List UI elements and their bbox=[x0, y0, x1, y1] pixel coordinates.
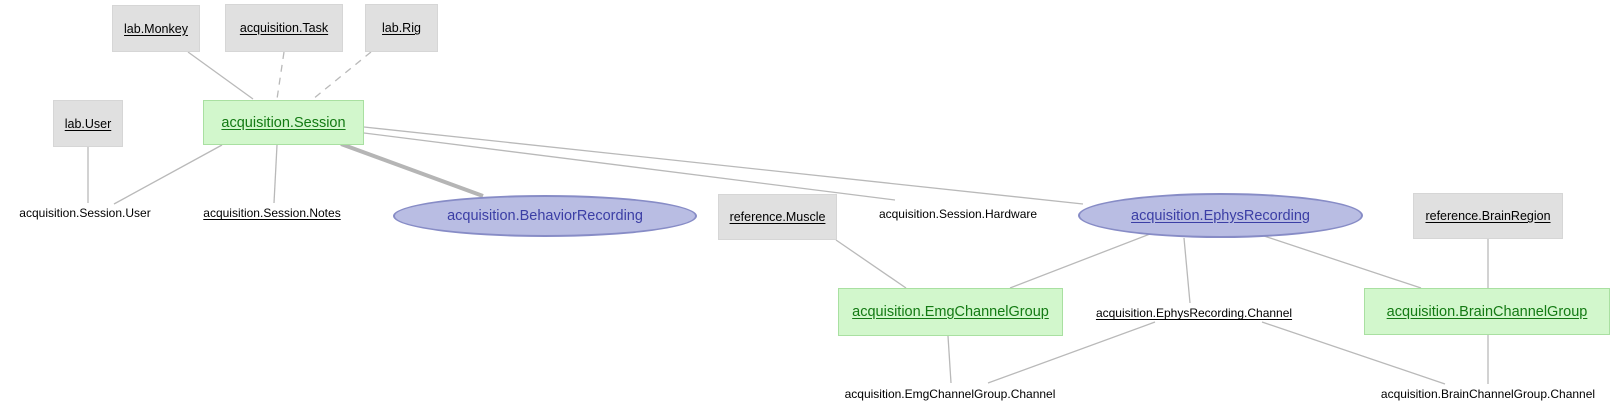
node-emg-channel-group-channel: acquisition.EmgChannelGroup.Channel bbox=[835, 385, 1065, 403]
node-acquisition-session: acquisition.Session bbox=[203, 100, 364, 145]
edge-session-session-hardware bbox=[363, 132, 896, 201]
edge-ephys-recording-channel-brain-channel-group-channel bbox=[1261, 321, 1446, 385]
node-ephys-recording-label: acquisition.EphysRecording bbox=[1131, 207, 1310, 224]
edge-emg-channel-group-emg-channel-group-channel bbox=[947, 335, 952, 384]
node-acquisition-task-label: acquisition.Task bbox=[239, 21, 329, 35]
node-session-notes: acquisition.Session.Notes bbox=[197, 204, 347, 222]
node-ephys-recording-channel-label: acquisition.EphysRecording.Channel bbox=[1095, 306, 1293, 320]
node-behavior-recording: acquisition.BehaviorRecording bbox=[393, 195, 697, 237]
edge-ephys-recording-channel-emg-channel-group-channel bbox=[987, 321, 1156, 384]
edge-session-ephys-recording bbox=[363, 126, 1084, 205]
node-acquisition-session-label: acquisition.Session bbox=[221, 114, 346, 131]
node-lab-monkey: lab.Monkey bbox=[112, 5, 200, 52]
edge-ephys-recording-brain-channel-group bbox=[1254, 232, 1422, 289]
node-brain-channel-group: acquisition.BrainChannelGroup bbox=[1364, 288, 1610, 335]
edge-ephys-recording-emg-channel-group bbox=[1009, 233, 1151, 289]
node-acquisition-task: acquisition.Task bbox=[225, 4, 343, 52]
node-brain-channel-group-channel: acquisition.BrainChannelGroup.Channel bbox=[1368, 385, 1608, 403]
node-lab-rig-label: lab.Rig bbox=[382, 21, 421, 35]
node-session-hardware: acquisition.Session.Hardware bbox=[868, 205, 1048, 223]
node-reference-brainregion-label: reference.BrainRegion bbox=[1425, 209, 1551, 223]
edge-reference-muscle-emg-channel-group bbox=[835, 239, 907, 289]
node-emg-channel-group-channel-label: acquisition.EmgChannelGroup.Channel bbox=[844, 387, 1056, 401]
node-ephys-recording: acquisition.EphysRecording bbox=[1078, 193, 1363, 238]
node-lab-user-label: lab.User bbox=[64, 116, 112, 131]
node-behavior-recording-label: acquisition.BehaviorRecording bbox=[447, 208, 643, 224]
node-ephys-recording-channel: acquisition.EphysRecording.Channel bbox=[1084, 304, 1304, 322]
node-session-hardware-label: acquisition.Session.Hardware bbox=[878, 207, 1038, 221]
edge-session-behavior-recording bbox=[340, 142, 484, 198]
edge-session-session-notes bbox=[273, 144, 278, 204]
node-emg-channel-group: acquisition.EmgChannelGroup bbox=[838, 288, 1063, 336]
node-lab-user: lab.User bbox=[53, 100, 123, 147]
node-session-user: acquisition.Session.User bbox=[10, 204, 160, 222]
node-brain-channel-group-channel-label: acquisition.BrainChannelGroup.Channel bbox=[1380, 387, 1596, 401]
node-lab-monkey-label: lab.Monkey bbox=[124, 21, 188, 36]
edge-acquisition-task-session bbox=[276, 51, 285, 100]
node-reference-muscle-label: reference.Muscle bbox=[729, 210, 826, 224]
node-lab-rig: lab.Rig bbox=[365, 4, 438, 52]
edge-lab-rig-session bbox=[312, 51, 372, 100]
edge-ephys-recording-ephys-recording-channel bbox=[1183, 237, 1191, 304]
edge-session-session-user bbox=[113, 144, 223, 205]
node-brain-channel-group-label: acquisition.BrainChannelGroup bbox=[1386, 303, 1588, 320]
node-session-user-label: acquisition.Session.User bbox=[19, 206, 151, 220]
node-reference-brainregion: reference.BrainRegion bbox=[1413, 193, 1563, 239]
node-reference-muscle: reference.Muscle bbox=[718, 194, 837, 240]
node-session-notes-label: acquisition.Session.Notes bbox=[203, 206, 341, 220]
edge-lab-monkey-session bbox=[187, 51, 254, 100]
node-emg-channel-group-label: acquisition.EmgChannelGroup bbox=[852, 304, 1049, 320]
